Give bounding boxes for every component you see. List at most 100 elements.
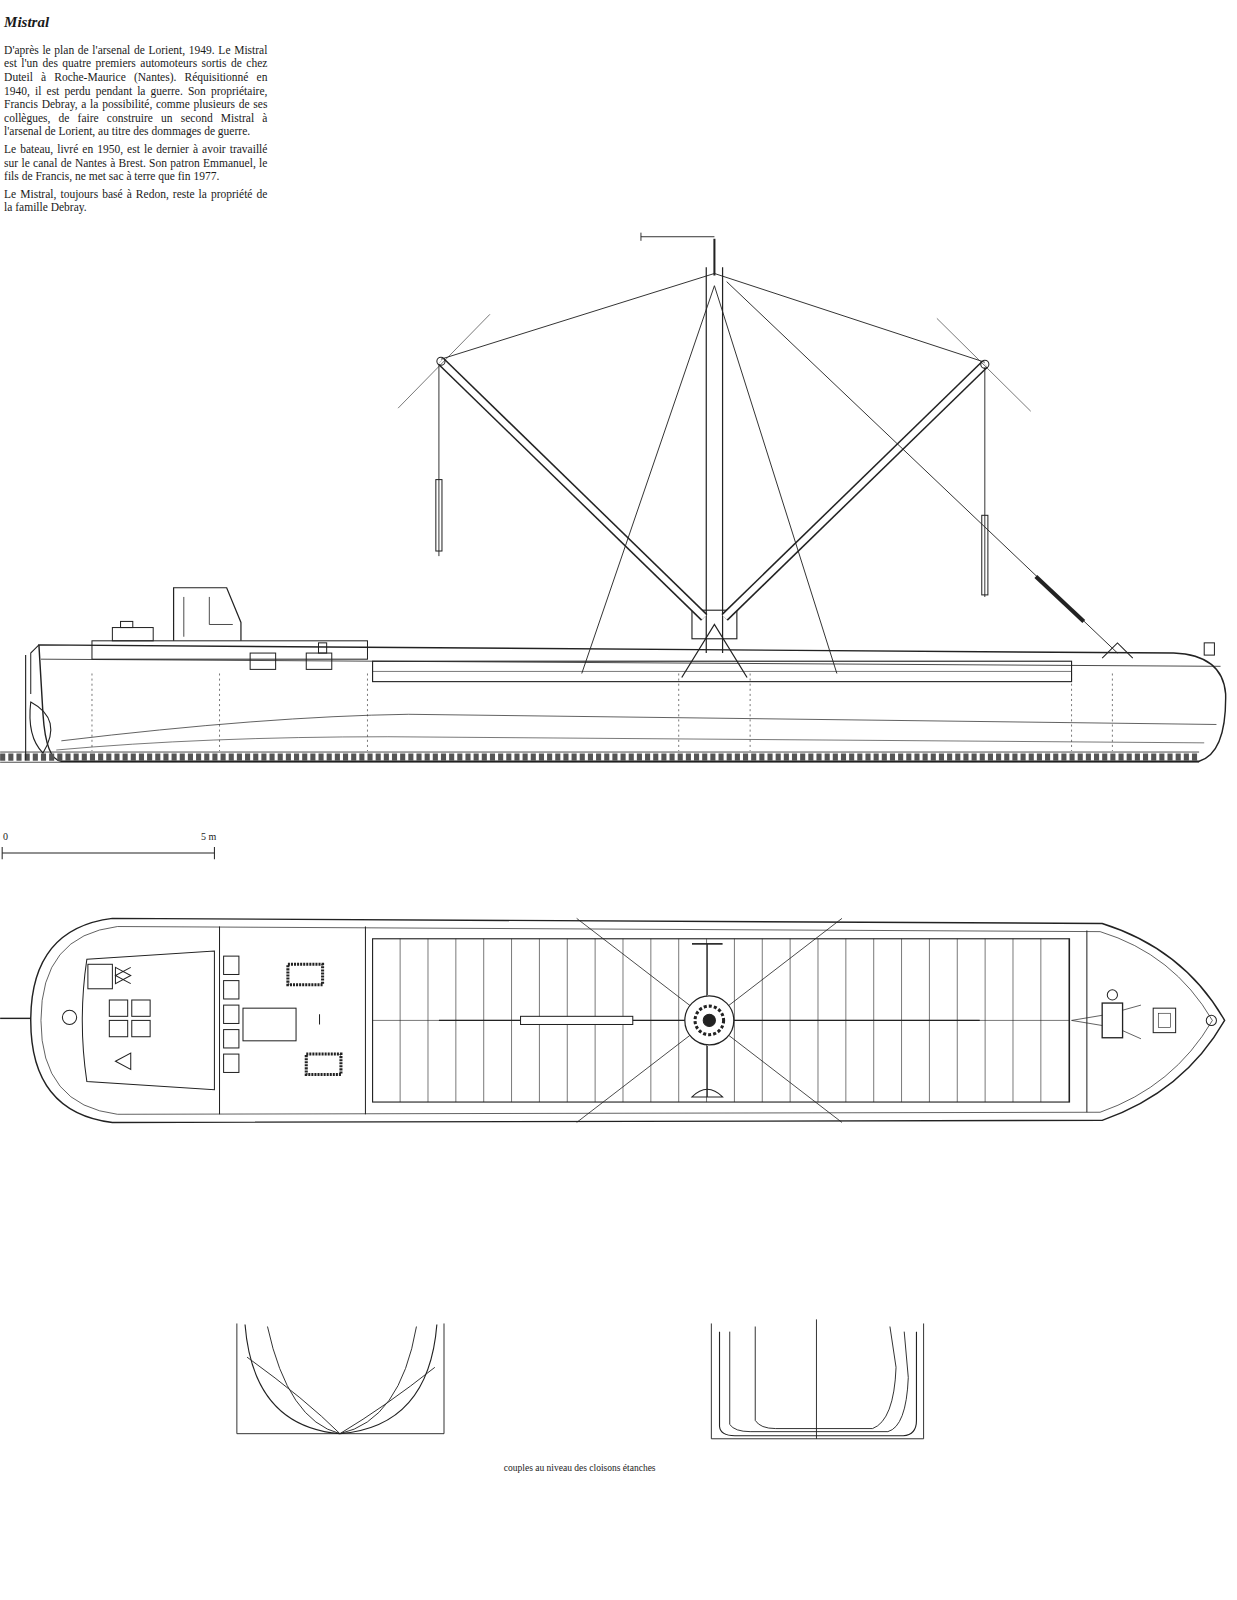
sheer-line <box>41 659 1221 666</box>
skylight <box>224 1005 239 1023</box>
note-paragraph: Le bateau, livré en 1950, est le dernier… <box>4 143 267 184</box>
cabin-hatch <box>109 1000 127 1016</box>
frame-line <box>367 673 368 751</box>
cargo-block <box>982 515 988 595</box>
section-curve <box>267 1327 339 1434</box>
wheelhouse-window <box>184 597 233 637</box>
section-frame <box>711 1323 923 1438</box>
derrick-boom <box>441 361 704 617</box>
derrick-boom <box>441 361 704 617</box>
hatch-slat <box>427 939 428 1102</box>
boom-plan <box>521 1016 633 1024</box>
topping-lift <box>714 273 984 362</box>
deck-fitting <box>112 628 153 641</box>
side-view <box>0 233 1226 763</box>
stern-bollard <box>62 1010 76 1024</box>
deck-fitting <box>250 653 276 669</box>
hatch-slat <box>985 939 986 1102</box>
hull-outline <box>39 645 1226 761</box>
mast-core <box>703 1014 715 1026</box>
derrick-boom <box>725 364 985 617</box>
plan-view <box>0 918 1224 1122</box>
keel-blocks <box>0 754 1199 761</box>
boom-head <box>437 357 445 365</box>
cabin-hatch <box>132 1020 150 1036</box>
vent-grille <box>288 964 323 984</box>
section-curve <box>245 1324 437 1433</box>
scale-tick <box>214 847 215 859</box>
cabin-fitting <box>88 964 112 988</box>
section-curve <box>730 1332 909 1432</box>
engine-hatch <box>243 1008 296 1041</box>
frame-line <box>678 673 679 751</box>
gunwale-plan <box>41 927 1212 1115</box>
frame-sections <box>237 1319 924 1438</box>
deck-house <box>92 641 368 659</box>
title: Mistral <box>4 14 49 31</box>
bilge-line <box>56 737 1204 750</box>
frame-line <box>91 673 92 751</box>
mast-vane <box>641 236 714 237</box>
section-frame <box>237 1323 444 1433</box>
mast-pole <box>713 239 715 276</box>
scale-number: 5 m <box>201 831 216 842</box>
shroud <box>582 286 715 674</box>
deck-mark <box>319 1014 320 1024</box>
mast <box>722 267 723 653</box>
shroud <box>714 286 836 674</box>
hatch-slat <box>1068 939 1069 1102</box>
deck-fitting <box>319 643 327 653</box>
water-line <box>61 714 1216 741</box>
windlass <box>1102 1003 1122 1038</box>
mast-vane <box>640 233 641 241</box>
note-paragraph: Le Mistral, toujours basé à Redon, reste… <box>4 188 267 215</box>
stern-post <box>31 645 39 694</box>
caption: couples au niveau des cloisons étanches <box>504 1463 656 1473</box>
keel-line <box>0 752 1199 753</box>
frame-line <box>750 673 751 751</box>
guy-line <box>398 314 490 408</box>
frame-line <box>219 673 220 751</box>
stem-fitting <box>1206 1015 1216 1025</box>
cargo-block <box>436 480 442 551</box>
hatch-cover-side <box>373 661 1072 681</box>
guy-line <box>937 318 1031 411</box>
section-curve <box>340 1367 435 1433</box>
bow-fitting <box>1204 643 1214 655</box>
forepeak-hatch <box>1158 1013 1170 1027</box>
bulkhead-line <box>1086 931 1087 1113</box>
vent-grille <box>306 1054 341 1074</box>
fitting-plan <box>707 944 708 995</box>
cabin-fitting <box>115 967 130 983</box>
skylight <box>224 1054 239 1072</box>
deck-fitting <box>306 653 332 669</box>
forepeak-hatch <box>1153 1008 1175 1032</box>
cabin-fitting <box>115 1053 130 1069</box>
hatch-slat <box>1040 939 1041 1102</box>
skylight <box>224 981 239 999</box>
section-curve <box>755 1327 896 1429</box>
keel-line <box>0 762 1199 763</box>
mast-gear <box>695 1006 724 1035</box>
rudder-plan <box>0 1018 31 1019</box>
cabin-hatch <box>109 1020 127 1036</box>
windlass-drum <box>1107 990 1117 1000</box>
frame-line <box>1071 673 1072 751</box>
note-paragraph: D'après le plan de l'arsenal de Lorient,… <box>4 44 267 139</box>
bow-bitt <box>1102 643 1133 658</box>
bulkhead-line <box>219 927 220 1115</box>
scale-tick <box>2 847 3 859</box>
scale-line <box>2 853 214 854</box>
scale-number: 0 <box>3 831 8 842</box>
section-curve <box>340 1327 417 1434</box>
fitting-plan <box>692 943 723 945</box>
skylights <box>224 956 239 1072</box>
wheelhouse <box>174 588 241 641</box>
forestay <box>727 282 1118 653</box>
skylight <box>224 956 239 974</box>
turnbuckle <box>1036 577 1084 622</box>
hatch-plan <box>373 939 1070 1102</box>
